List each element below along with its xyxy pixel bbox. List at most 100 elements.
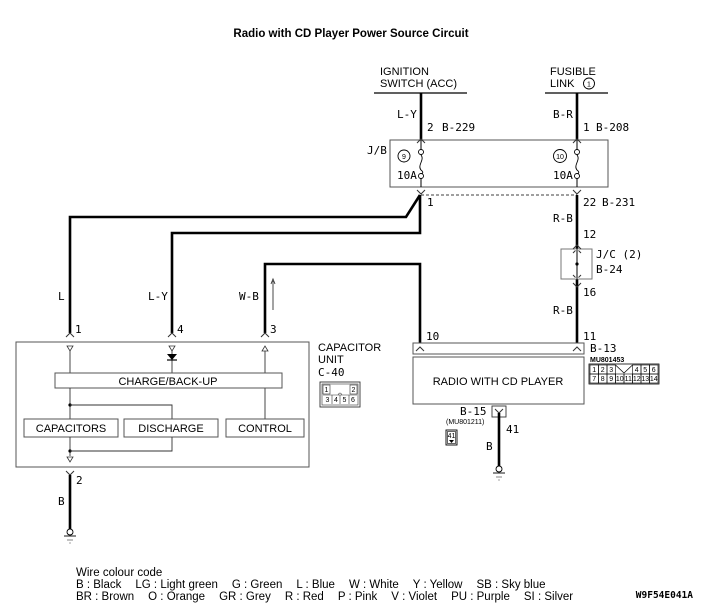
legend-item: BR : Brown [76,591,135,603]
connector-pin: 1 [592,367,596,374]
jb-label: J/B [367,144,387,157]
connector-pin: 3 [609,367,613,374]
cap-pin-2: 2 [76,474,83,487]
capacitor-unit [15,341,310,468]
fuse-9-number: 9 [402,154,406,161]
legend-item: G : Green [231,579,283,591]
wire-color-rb-1: R-B [553,212,573,225]
connector-mark [572,189,582,195]
wire-color-wb: W-B [239,290,259,303]
jc-label: J/C (2) [596,248,642,261]
fuse-10-rating: 10A [553,169,573,182]
jc-pin-in: 12 [583,228,596,241]
radio-pin-11: 11 [583,330,596,343]
connector-pin: 7 [592,376,596,383]
fusible-number: 1 [587,82,591,89]
legend-item: SI : Silver [523,591,574,603]
terminal-in-icon [66,345,74,352]
legend-item: P : Pink [337,591,378,603]
figure-code: W9F54E041A [635,590,693,601]
fuse-9-rating: 10A [397,169,417,182]
fusible-label-2: LINK [550,78,575,90]
ignition-label-1: IGNITION [380,66,429,78]
radio-with-cd-player [412,356,585,405]
wire-wb [263,262,422,343]
connector-c40-face: 1 2 3 4 5 6 [319,381,361,408]
connector-pin: 9 [609,376,613,383]
connector-pin: 11 [625,376,632,383]
wire-color-rb-2: R-B [553,304,573,317]
cap-pin-4: 4 [177,323,184,336]
legend-item: L : Blue [296,579,335,591]
connector-b231: B-231 [602,196,635,209]
legend-title: Wire colour code [76,567,163,579]
fusible-label-1: FUSIBLE [550,66,596,78]
wire-ly-cap [170,195,422,333]
discharge-block [123,418,219,438]
connector-b15: B-15 [460,405,487,418]
connector-b229: B-229 [442,121,475,134]
legend-row-2: BR : Brown O : Orange GR : Grey R : Red P : … [76,591,587,603]
capacitors-block [23,418,119,438]
legend-item: SB : Sky blue [476,579,546,591]
fuse-9-number-circle [397,149,411,163]
connector-pin: 10 [616,376,624,383]
connector-b13: B-13 [590,342,617,355]
legend-item: GR : Grey [219,591,271,603]
svg-text:6: 6 [351,397,355,404]
connector-pin: 4 [635,367,639,374]
diode-icon [167,354,177,360]
cap-pin-1: 1 [75,323,82,336]
svg-text:5: 5 [343,397,347,404]
connector-b24: B-24 [596,263,623,276]
ground-icon [66,528,74,536]
terminal-out-icon [66,456,74,463]
svg-text:41: 41 [448,433,456,440]
connector-c40: C-40 [318,366,345,379]
connector-pin: 12 [633,376,641,383]
capacitors-label: CAPACITORS [36,423,107,435]
radio-ground-pin: 41 [506,423,519,436]
svg-text:4: 4 [334,397,338,404]
fuse-terminal [574,173,580,179]
wire-color-radio-ground: B [486,440,493,453]
legend-item: Y : Yellow [412,579,463,591]
capacitor-unit-title-1: CAPACITOR [318,342,381,354]
svg-text:3: 3 [326,397,330,404]
fuse-10-number: 10 [556,154,564,161]
connector-b15-face [445,429,458,446]
fuse-terminal [574,149,580,155]
connector-b208: B-208 [596,121,629,134]
terminal-in-icon [168,345,176,352]
discharge-label: DISCHARGE [138,423,203,435]
legend-item: R : Red [284,591,324,603]
control-label: CONTROL [238,423,292,435]
wire-l [68,194,422,333]
radio-ground-part-no: (MU801211) [446,419,484,426]
connector-mark [416,189,426,195]
wire-color-l: L [58,290,65,303]
legend-item: O : Orange [148,591,206,603]
charge-backup-block [54,372,283,389]
junction-dot [575,262,579,266]
svg-text:1: 1 [325,387,329,394]
fuse-terminal [418,173,424,179]
fusible-number-circle [583,77,595,90]
legend-item: W : White [348,579,399,591]
connector-pin: 6 [652,367,656,374]
pin-fusible: 1 [583,121,590,134]
pin-ignition: 2 [427,121,434,134]
connector-pin: 13 [641,376,649,383]
ignition-label-2: SWITCH (ACC) [380,78,457,90]
connector-pin: 5 [643,367,647,374]
ground-icon [495,465,503,473]
fuse-10-number-circle [553,149,567,163]
legend-item: LG : Light green [135,579,218,591]
connector-pin: 14 [650,376,658,383]
cap-pin-3: 3 [270,323,277,336]
connector-key-icon [615,364,633,374]
junction-block [389,139,609,188]
